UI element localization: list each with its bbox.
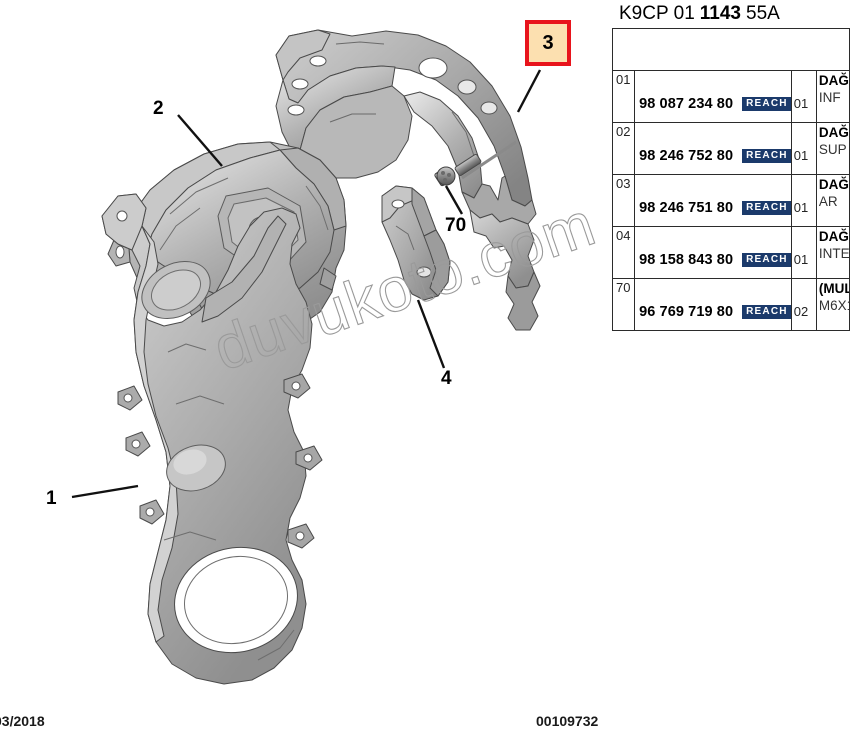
callout-marker-3[interactable]: 3	[525, 20, 571, 66]
row-part-cell[interactable]: 96 769 719 80 REACH	[634, 278, 792, 331]
row-quantity: 01	[793, 200, 809, 215]
table-row[interactable]: 02 98 246 752 80 REACH 01 DAĞ	[611, 122, 850, 175]
row-desc-detail: SUP	[818, 141, 847, 157]
row-index-cell: 01	[611, 70, 636, 123]
row-desc-cell: DAĞ INF	[815, 70, 850, 123]
exploded-parts-diagram: duvukoto.com 3 1 2 4 70 03/2018 00109732	[0, 20, 605, 729]
part-1-shape	[101, 193, 323, 685]
row-qty-cell: 01	[790, 70, 817, 123]
row-index: 02	[616, 124, 631, 139]
row-part-cell[interactable]: 98 158 843 80 REACH	[634, 226, 792, 279]
table-row[interactable]: 04 98 158 843 80 REACH 01 DAĞ	[611, 226, 850, 279]
row-desc-title: DAĞ	[818, 125, 849, 140]
reach-badge: REACH	[742, 148, 791, 163]
row-desc-title: DAĞ	[818, 73, 849, 88]
row-part-cell[interactable]: 98 246 751 80 REACH	[634, 174, 792, 227]
row-desc-detail: INF	[818, 89, 841, 105]
reach-badge: REACH	[742, 200, 791, 215]
row-quantity: 01	[793, 148, 809, 163]
callout-marker-70[interactable]: 70	[445, 215, 467, 236]
row-qty-cell: 01	[790, 226, 817, 279]
row-qty-cell: 01	[790, 174, 817, 227]
reach-badge: REACH	[742, 252, 791, 267]
callout-marker-1[interactable]: 1	[46, 488, 57, 509]
row-desc-title: DAĞ	[818, 229, 849, 244]
table-row-selected[interactable]: 03 98 246 751 80 REACH 01 DAĞ	[611, 174, 850, 227]
row-desc-cell: (MUL M6X1	[815, 278, 850, 331]
row-desc-cell: DAĞ INTE	[815, 226, 850, 279]
row-index-cell: 02	[611, 122, 636, 175]
part-number: 98 246 752 80	[639, 147, 734, 164]
table-row[interactable]: 01 98 087 234 80 REACH 01 DAĞ	[611, 70, 850, 123]
row-desc-detail: M6X1	[818, 297, 849, 313]
part-number: 96 769 719 80	[639, 303, 734, 320]
part-number: 98 087 234 80	[639, 95, 734, 112]
title-prefix: K9CP	[619, 3, 669, 24]
reach-badge: REACH	[742, 96, 791, 111]
callout-marker-2[interactable]: 2	[153, 98, 164, 119]
part-4-shape	[381, 185, 451, 301]
row-quantity: 01	[793, 96, 809, 111]
part-70-shape	[434, 140, 517, 187]
row-index-cell: 03	[611, 174, 636, 227]
diagram-illustration	[71, 29, 542, 685]
row-qty-cell: 01	[790, 122, 817, 175]
row-quantity: 01	[793, 252, 809, 267]
row-part-cell[interactable]: 98 087 234 80 REACH	[634, 70, 792, 123]
table-spacer-row	[612, 28, 850, 71]
table-row[interactable]: 70 96 769 719 80 REACH 02 (MUL	[611, 278, 850, 331]
part-3-shape	[275, 29, 541, 331]
callout-label-3: 3	[542, 31, 554, 54]
footer-date: 03/2018	[0, 713, 45, 729]
row-desc-cell: DAĞ SUP	[815, 122, 850, 175]
row-index: 01	[616, 72, 631, 87]
callout-marker-4[interactable]: 4	[441, 368, 452, 389]
table-spacer-cell	[612, 28, 850, 71]
callout-leader-lines	[71, 69, 542, 499]
row-index: 03	[616, 176, 631, 191]
row-desc-detail: INTE	[818, 245, 849, 261]
row-quantity: 02	[793, 304, 809, 319]
row-desc-cell: DAĞ AR	[815, 174, 850, 227]
footer-drawing-number: 00109732	[536, 713, 599, 729]
row-index-cell: 04	[611, 226, 636, 279]
part-number: 98 246 751 80	[639, 199, 734, 216]
row-desc-detail: AR	[818, 193, 838, 209]
row-qty-cell: 02	[790, 278, 817, 331]
title-suffix: 55A	[746, 3, 780, 24]
row-index-cell: 70	[611, 278, 636, 331]
part-number: 98 158 843 80	[639, 251, 734, 268]
row-part-cell[interactable]: 98 246 752 80 REACH	[634, 122, 792, 175]
title-code: 01	[673, 3, 695, 24]
row-desc-title: (MUL	[818, 281, 849, 296]
reach-badge: REACH	[742, 304, 791, 319]
parts-table: 01 98 087 234 80 REACH 01 DAĞ	[611, 28, 850, 331]
row-desc-title: DAĞ	[818, 177, 849, 192]
row-index: 04	[616, 228, 631, 243]
title-bold-code: 1143	[699, 3, 742, 24]
row-index: 70	[616, 280, 631, 295]
